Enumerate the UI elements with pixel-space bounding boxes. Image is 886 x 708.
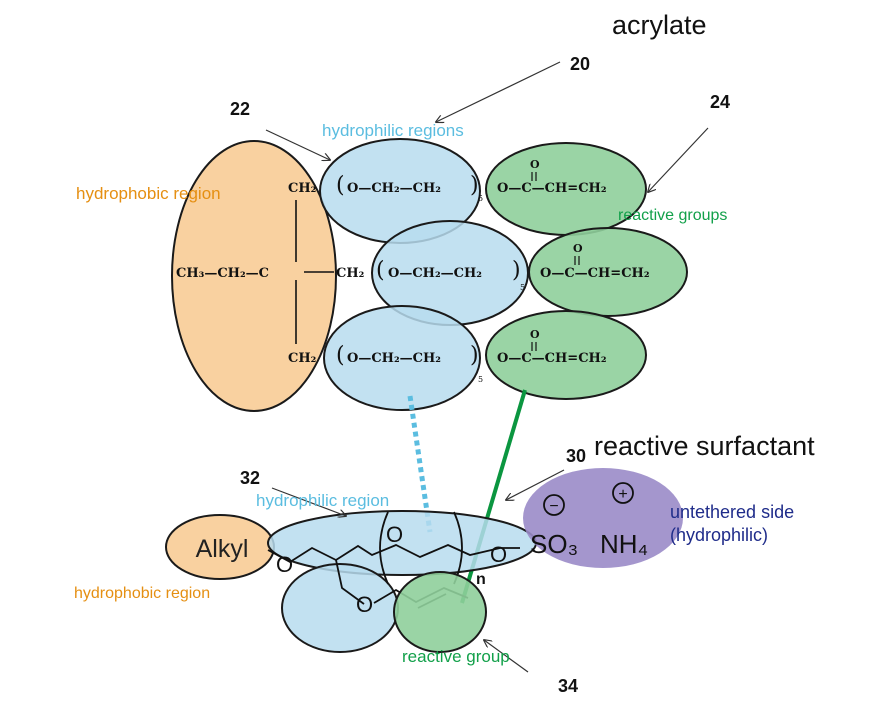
reactive-groups-label: reactive groups <box>618 207 727 224</box>
peg-subscript-3: 5 <box>478 375 483 384</box>
reactive-surfactant-molecule: Alkyl n O O O O SO₃ NH₄ − + <box>165 468 683 653</box>
arrow-20 <box>436 61 561 122</box>
ch2-bottom: CH₂ <box>288 351 316 366</box>
arrow-34 <box>484 640 529 673</box>
oxygen-atom-2: O <box>386 522 403 547</box>
svg-text:−: − <box>549 498 558 515</box>
so3-group: SO₃ <box>530 529 578 559</box>
hydrophilic-regions-label: hydrophilic regions <box>322 121 464 140</box>
untethered-hydrophilic-label: (hydrophilic) <box>670 525 768 545</box>
hydrophobic-region-label-bottom: hydrophobic region <box>74 585 210 602</box>
paren-open-1: ( <box>336 173 345 198</box>
peg-subscript-2: 5 <box>520 283 525 292</box>
positive-charge-icon <box>612 482 634 504</box>
paren-close-3: ) <box>470 343 479 368</box>
oxygen-atom-4: O <box>356 592 373 617</box>
reactive-group-ellipse-2 <box>528 227 688 317</box>
reactive-group-ellipse-surfactant <box>393 571 487 653</box>
untethered-side-label: untethered side <box>670 502 794 522</box>
oxygen-atom-3: O <box>490 542 507 567</box>
hydrophobic-region-label-top: hydrophobic region <box>76 184 221 203</box>
negative-charge-icon <box>543 494 565 516</box>
hydrophilic-region-label: hydrophilic region <box>256 491 389 510</box>
reactive-group-label: reactive group <box>402 647 510 666</box>
paren-open-2: ( <box>376 258 385 283</box>
repeat-paren-open <box>379 511 389 585</box>
carbonyl-o-2: O <box>573 242 583 255</box>
svg-text:+: + <box>618 486 627 503</box>
arrow-30 <box>506 469 565 500</box>
ester-group-3: O—C—CH=CH₂ <box>497 351 607 366</box>
surfactant-skeleton <box>267 544 520 564</box>
untethered-side-ellipse <box>523 468 683 568</box>
oxygen-atom-1: O <box>276 552 293 577</box>
acrylate-title: acrylate <box>612 10 707 40</box>
peg-subscript-1: 5 <box>478 194 483 203</box>
ch2-center: CH₂ <box>336 266 364 281</box>
carbonyl-o-1: O <box>530 158 540 171</box>
ch2-top: CH₂ <box>288 181 316 196</box>
reactive-group-ellipse-3 <box>485 310 647 400</box>
reference-arrows <box>265 61 709 673</box>
peg-unit-3: O—CH₂—CH₂ <box>347 351 441 366</box>
hydrophilic-interaction-dotted-line <box>407 395 433 533</box>
paren-close-1: ) <box>470 173 479 198</box>
arrow-32 <box>271 487 346 516</box>
surfactant-branch <box>335 559 365 605</box>
acrylate-molecule: CH₂ ( O—CH₂—CH₂ ) 5 O—C—CH=CH₂ O CH₃—CH₂… <box>171 138 688 412</box>
nh4-group: NH₄ <box>600 529 648 559</box>
peg-unit-1: O—CH₂—CH₂ <box>347 181 441 196</box>
hydrophilic-region-ellipse-3 <box>323 305 481 411</box>
ester-group-2: O—C—CH=CH₂ <box>540 266 650 281</box>
paren-close-2: ) <box>512 258 521 283</box>
reactive-surfactant-title: reactive surfactant <box>594 431 815 461</box>
ref-24: 24 <box>710 92 730 112</box>
ref-22: 22 <box>230 99 250 119</box>
ref-20: 20 <box>570 54 590 74</box>
carbonyl-o-3: O <box>530 328 540 341</box>
ch3-ch2-c: CH₃—CH₂—C <box>176 266 269 281</box>
hydrophobic-region-ellipse-top <box>171 140 337 412</box>
arrow-22 <box>265 129 330 160</box>
paren-open-3: ( <box>336 343 345 368</box>
peg-unit-2: O—CH₂—CH₂ <box>388 266 482 281</box>
alkyl-label: Alkyl <box>196 535 249 563</box>
arrow-24 <box>648 127 709 192</box>
repeat-subscript-n: n <box>476 571 486 588</box>
ref-34: 34 <box>558 676 578 696</box>
ref-32: 32 <box>240 468 260 488</box>
ester-group-1: O—C—CH=CH₂ <box>497 181 607 196</box>
ref-30: 30 <box>566 446 586 466</box>
